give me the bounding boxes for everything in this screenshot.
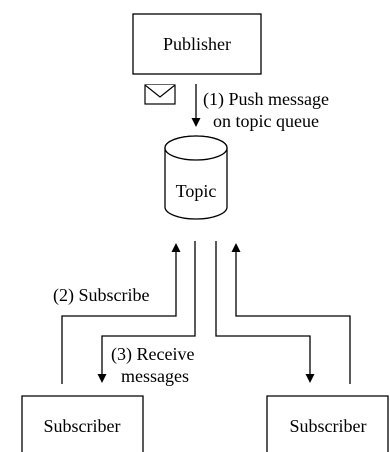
subscriber-left-node: Subscriber <box>21 395 144 452</box>
push-label-line2: on topic queue <box>213 111 319 131</box>
subscriber-left-box <box>21 395 144 452</box>
push-arrowhead <box>191 118 201 127</box>
publisher-box <box>132 13 262 75</box>
subscribe-left-path <box>61 250 177 384</box>
topic-cylinder-top <box>164 135 228 161</box>
subscriber-right-label: Subscriber <box>290 416 367 436</box>
receive-left-path <box>101 241 196 376</box>
subscribe-left-arrowhead <box>171 243 181 252</box>
publisher-label: Publisher <box>163 34 231 54</box>
subscribe-edge-left <box>61 243 181 384</box>
envelope-icon <box>144 84 176 105</box>
subscribe-right-path <box>235 250 351 384</box>
receive-left-arrowhead <box>97 374 107 383</box>
topic-node: Topic <box>164 135 228 220</box>
subscriber-right-node: Subscriber <box>266 395 389 452</box>
subscriber-left-label: Subscriber <box>44 416 121 436</box>
receive-label-line1: (3) Receive <box>111 344 194 365</box>
receive-right-arrowhead <box>305 374 315 383</box>
subscribe-right-arrowhead <box>231 243 241 252</box>
publisher-node: Publisher <box>132 13 262 75</box>
receive-edge-left <box>97 241 196 383</box>
receive-right-path <box>215 241 311 376</box>
receive-label-line2: messages <box>121 366 189 386</box>
push-label-line1: (1) Push message <box>203 89 329 110</box>
topic-label: Topic <box>176 181 217 201</box>
receive-edge-right <box>215 241 315 383</box>
subscribe-edge-right <box>231 243 351 384</box>
subscriber-right-box <box>266 395 389 452</box>
push-edge <box>191 84 201 127</box>
subscribe-label: (2) Subscribe <box>53 285 149 306</box>
